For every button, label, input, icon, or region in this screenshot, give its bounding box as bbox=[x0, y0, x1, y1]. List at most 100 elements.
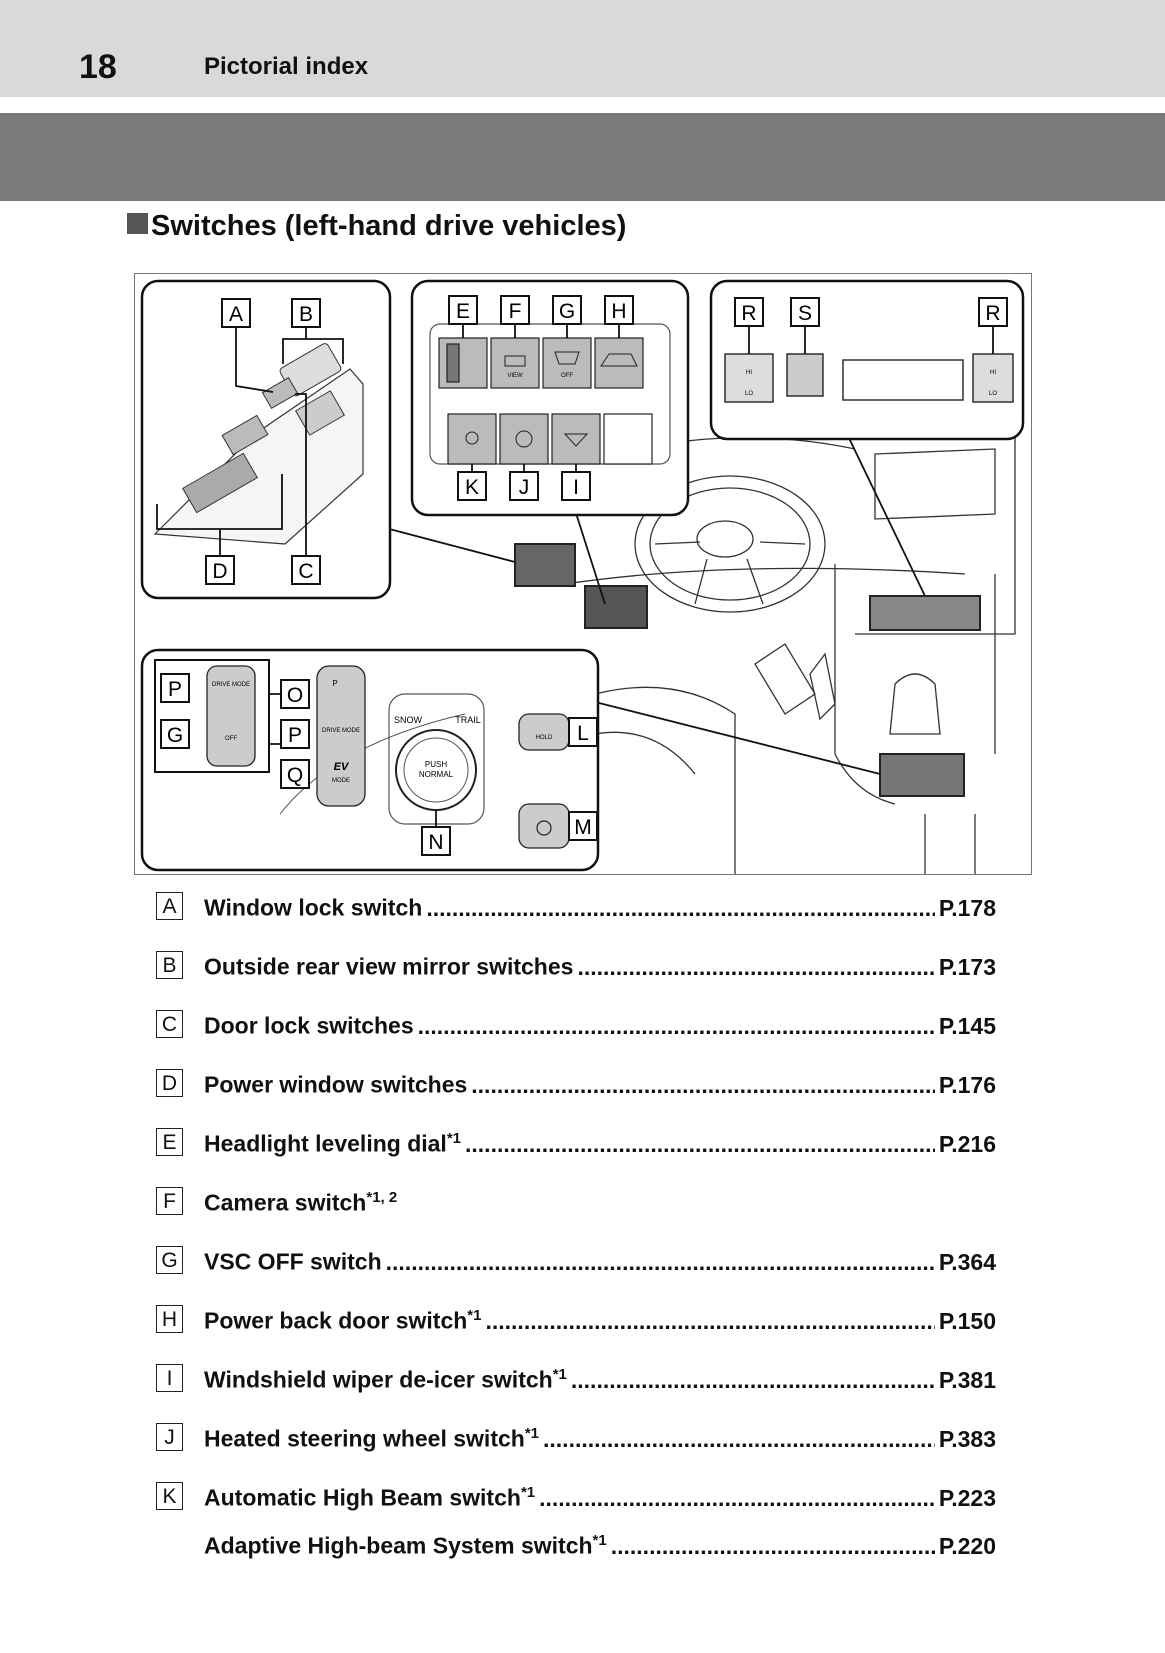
figure-drawing: A B D C VIEW OFF bbox=[140, 279, 1025, 874]
index-key: D bbox=[156, 1069, 183, 1097]
callout-A-label: A bbox=[229, 303, 243, 326]
parking-brake-switch bbox=[518, 803, 570, 849]
camera-icon bbox=[504, 355, 526, 367]
hold-text: HOLD bbox=[536, 735, 553, 741]
leader-dots bbox=[426, 895, 935, 922]
callout-P: P bbox=[280, 719, 310, 749]
wiper-deicer-icon bbox=[563, 433, 589, 447]
vsc-off-text: OFF bbox=[561, 373, 573, 379]
header-divider bbox=[0, 97, 1165, 113]
auto-high-beam-icon bbox=[465, 431, 479, 445]
index-row-H[interactable]: H Power back door switch*1P.150 bbox=[156, 1301, 1006, 1360]
index-key: A bbox=[156, 892, 183, 920]
callout-R-left: R bbox=[734, 297, 764, 327]
callout-D-label: D bbox=[212, 560, 227, 583]
normal-text: NORMAL bbox=[419, 770, 454, 779]
leader-dots bbox=[471, 1072, 935, 1099]
index-row-K-adaptive[interactable]: Adaptive High-beam System switch*1P.220 bbox=[156, 1526, 1006, 1585]
index-label: Door lock switches bbox=[204, 1012, 414, 1039]
callout-S-label: S bbox=[798, 302, 812, 325]
callout-S: S bbox=[790, 297, 820, 327]
seat-heater-lo-text: LO bbox=[745, 391, 753, 397]
p-steering-text: P bbox=[332, 679, 337, 688]
snow-text: SNOW bbox=[394, 715, 423, 725]
index-row-E[interactable]: E Headlight leveling dial*1P.216 bbox=[156, 1124, 1006, 1183]
location-console-switches bbox=[879, 753, 965, 797]
location-center-panel bbox=[869, 595, 981, 631]
callout-C-label: C bbox=[298, 560, 313, 583]
callout-R-right-label: R bbox=[985, 302, 1000, 325]
inset-dash-switches: VIEW OFF E F G H K bbox=[410, 279, 690, 517]
parking-brake-icon bbox=[536, 820, 552, 836]
index-label: Windshield wiper de-icer switch*1 bbox=[204, 1366, 567, 1393]
inset-center-panel: HI LO HI LO R S R bbox=[709, 279, 1025, 441]
callout-F: F bbox=[500, 295, 530, 325]
heated-steering-icon bbox=[515, 430, 533, 448]
page-number: 18 bbox=[79, 48, 117, 86]
gray-band bbox=[0, 113, 1165, 201]
index-row-I[interactable]: I Windshield wiper de-icer switch*1P.381 bbox=[156, 1360, 1006, 1419]
index-row-C[interactable]: C Door lock switches P.145 bbox=[156, 1006, 1006, 1065]
view-text: VIEW bbox=[507, 373, 523, 379]
inset-console-switches: DRIVE MODE OFF P G P DRIVE MODE EV MODE … bbox=[140, 648, 600, 872]
page-ref: P.364 bbox=[938, 1248, 996, 1275]
callout-I: I bbox=[561, 471, 591, 501]
callout-L-label: L bbox=[577, 722, 589, 745]
index-key: C bbox=[156, 1010, 183, 1038]
page-ref: P.381 bbox=[938, 1366, 996, 1393]
index-row-J[interactable]: J Heated steering wheel switch*1P.383 bbox=[156, 1419, 1006, 1478]
trail-text: TRAIL bbox=[455, 715, 481, 725]
callout-N: N bbox=[421, 826, 451, 856]
callout-H: H bbox=[604, 295, 634, 325]
page-ref: P.150 bbox=[938, 1307, 996, 1334]
callout-G-left-label: G bbox=[167, 724, 183, 747]
leader-dots bbox=[465, 1131, 935, 1158]
leader-dots bbox=[571, 1367, 935, 1394]
page-ref: P.145 bbox=[938, 1012, 996, 1039]
header-band bbox=[0, 0, 1165, 97]
callout-R-right: R bbox=[978, 297, 1008, 327]
index-label: Adaptive High-beam System switch*1 bbox=[204, 1532, 607, 1559]
switch-index-list: A Window lock switch P.178 B Outside rear… bbox=[156, 888, 1006, 1585]
callout-C: C bbox=[291, 555, 321, 585]
index-row-F[interactable]: F Camera switch*1, 2 bbox=[156, 1183, 1006, 1242]
ev-text: EV bbox=[334, 761, 350, 773]
switch-location-figure: A B D C VIEW OFF bbox=[134, 273, 1032, 875]
page-ref: P.178 bbox=[938, 894, 996, 921]
leader-dots bbox=[418, 1013, 935, 1040]
callout-H-label: H bbox=[611, 300, 626, 323]
section-title: Pictorial index bbox=[204, 53, 369, 80]
leader-dots bbox=[539, 1485, 935, 1512]
callout-G-top-label: G bbox=[559, 300, 575, 323]
callout-J-label: J bbox=[519, 476, 530, 499]
index-key: F bbox=[156, 1187, 183, 1215]
callout-M-label: M bbox=[574, 816, 592, 839]
brake-hold-switch bbox=[518, 713, 570, 751]
leader-dots bbox=[611, 1533, 935, 1560]
callout-D: D bbox=[205, 555, 235, 585]
index-row-G[interactable]: G VSC OFF switchP.364 bbox=[156, 1242, 1006, 1301]
drive-mode-text: DRIVE MODE bbox=[212, 682, 250, 688]
index-key: K bbox=[156, 1482, 183, 1510]
index-key: G bbox=[156, 1246, 183, 1274]
group-P-G: DRIVE MODE OFF P G bbox=[154, 659, 270, 773]
drive-mode-switch-stack bbox=[316, 665, 366, 807]
seat-heater-lo-text-right: LO bbox=[989, 391, 997, 397]
callout-R-left-label: R bbox=[741, 302, 756, 325]
index-row-B[interactable]: B Outside rear view mirror switchesP.173 bbox=[156, 947, 1006, 1006]
index-row-A[interactable]: A Window lock switch P.178 bbox=[156, 888, 1006, 947]
index-row-D[interactable]: D Power window switchesP.176 bbox=[156, 1065, 1006, 1124]
callout-P-left-label: P bbox=[168, 678, 182, 701]
callout-A: A bbox=[221, 298, 251, 328]
car-switch-locations bbox=[514, 543, 981, 797]
index-row-K[interactable]: K Automatic High Beam switch*1P.223 bbox=[156, 1478, 1006, 1526]
leader-dots bbox=[543, 1426, 935, 1453]
push-text: PUSH bbox=[425, 760, 447, 769]
page-ref: P.173 bbox=[938, 953, 996, 980]
page-ref: P.383 bbox=[938, 1425, 996, 1452]
callout-K: K bbox=[457, 471, 487, 501]
index-label: Window lock switch bbox=[204, 894, 423, 921]
page-ref: P.176 bbox=[938, 1071, 996, 1098]
callout-N-label: N bbox=[428, 831, 443, 854]
index-label: Heated steering wheel switch*1 bbox=[204, 1425, 540, 1452]
